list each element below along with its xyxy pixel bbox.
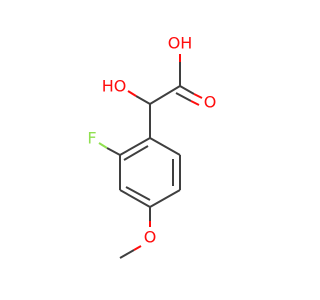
bond-c1-o-double-b-o	[190, 100, 200, 106]
ring-bond-1-inner	[123, 145, 149, 161]
bond-o-ch3-o	[133, 245, 142, 251]
ring-bond-4	[149, 189, 181, 208]
ring-bond-3-inner	[125, 186, 151, 201]
bond-o-ch3	[119, 249, 135, 259]
label-acid-oh: OH	[168, 34, 193, 53]
label-fluorine: F	[87, 129, 96, 148]
bond-c1-c2	[149, 85, 181, 105]
bond-c1-o-double-a-o	[193, 93, 203, 99]
ring-bond-1	[119, 137, 151, 156]
ring-bond-3	[119, 189, 151, 208]
bond-c-f	[106, 147, 121, 156]
bond-c1-o-double-b	[175, 92, 192, 102]
label-alpha-ho: HO	[102, 77, 127, 96]
bond-c1-o-double-a	[179, 85, 195, 95]
bond-c2-oh	[135, 95, 151, 105]
molecule-diagram: OH O HO F O	[87, 34, 217, 259]
bond-c2-oh-o	[127, 90, 137, 97]
bond-c-f-f	[98, 142, 108, 149]
ring-bond-6	[149, 137, 181, 156]
label-methoxy-o: O	[144, 228, 157, 247]
label-carbonyl-o: O	[204, 93, 217, 112]
structure-canvas: OH O HO F O	[87, 33, 217, 259]
